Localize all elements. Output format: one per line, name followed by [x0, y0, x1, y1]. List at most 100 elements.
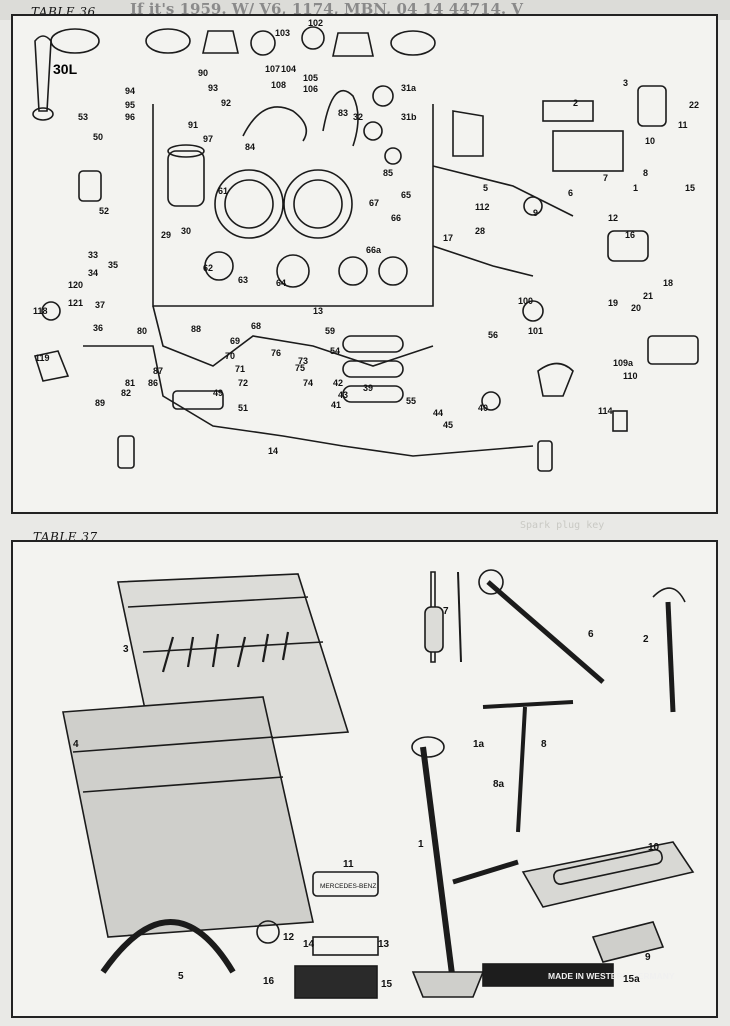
table36-callout-14: 14 — [268, 446, 278, 456]
tachometer-60 — [283, 169, 353, 239]
table36-callout-55: 55 — [406, 396, 416, 406]
table37-callout-15a: 15a — [623, 974, 640, 985]
mercedes-badge-text: MERCEDES-BENZ — [320, 883, 376, 890]
table36-callout-71: 71 — [235, 364, 245, 374]
lens-59 — [342, 335, 404, 353]
table36-callout-72: 72 — [238, 378, 248, 388]
table36-callout-92: 92 — [221, 98, 231, 108]
lens-55 — [342, 385, 404, 403]
lamp-right — [537, 440, 553, 472]
gauge-66a — [338, 256, 368, 286]
table36-callout-93: 93 — [208, 83, 218, 93]
table36-callout-22: 22 — [689, 100, 699, 110]
table36-callout-66: 66 — [391, 213, 401, 223]
table36-callout-9: 9 — [533, 208, 538, 218]
table36-callout-90: 90 — [198, 68, 208, 78]
capacity-label: 30L — [53, 61, 78, 77]
lamp-cover-2 — [145, 28, 191, 54]
wrench-6 — [486, 580, 605, 684]
table36-callout-56: 56 — [488, 330, 498, 340]
page-header-text: If it's 1959. W/ V6, 1174, MBN, 04 14 44… — [130, 0, 523, 18]
table36-callout-104: 104 — [281, 64, 296, 74]
bracket-17 — [452, 110, 484, 157]
table36-callout-86: 86 — [148, 378, 158, 388]
table36-callout-17: 17 — [443, 233, 453, 243]
lamp-cover-3 — [201, 30, 240, 54]
table36-callout-80: 80 — [137, 326, 147, 336]
table37-callout-4: 4 — [73, 739, 79, 750]
table36-callout-100: 100 — [518, 296, 533, 306]
table36-callout-40: 40 — [478, 403, 488, 413]
table36-callout-97: 97 — [203, 134, 213, 144]
box-9 — [591, 921, 665, 963]
table36-callout-83: 83 — [338, 108, 348, 118]
table36-callout-95: 95 — [125, 100, 135, 110]
cable-83 — [322, 90, 359, 147]
table36-callout-73: 73 — [298, 356, 308, 366]
table36-callout-16: 16 — [625, 230, 635, 240]
table36-callout-36: 36 — [93, 323, 103, 333]
lamp-100 — [522, 300, 544, 322]
background-text-line: Spark plug key — [520, 520, 605, 531]
gauge-62 — [204, 251, 234, 281]
table36-callout-62: 62 — [203, 263, 213, 273]
table36-callout-70: 70 — [225, 351, 235, 361]
table36-callout-39: 39 — [363, 383, 373, 393]
table36-callout-88: 88 — [191, 324, 201, 334]
relay-114 — [612, 410, 628, 432]
lamp-cover-5 — [390, 30, 436, 56]
hose-5 — [100, 919, 236, 974]
table36-callout-89: 89 — [95, 398, 105, 408]
lamp-cover-1 — [50, 28, 100, 54]
table37-callout-6: 6 — [588, 629, 594, 640]
table36-callout-11: 11 — [678, 120, 688, 130]
fuse-panel — [542, 100, 594, 122]
table36-callout-6: 6 — [568, 188, 573, 198]
badge-11 — [312, 871, 379, 897]
table36-callout-81: 81 — [125, 378, 135, 388]
t-handle-8 — [482, 700, 574, 833]
speedometer-61 — [214, 169, 284, 239]
table36-callout-21: 21 — [643, 291, 653, 301]
table36-callout-66a: 66a — [366, 245, 382, 255]
table36-callout-53: 53 — [78, 112, 88, 122]
table36-callout-84: 84 — [245, 142, 255, 152]
bulb-holder-103 — [250, 30, 276, 56]
table36-callout-49: 49 — [213, 388, 223, 398]
cap-102 — [301, 26, 325, 50]
table37-callout-9: 9 — [645, 952, 651, 963]
table36-callout-44: 44 — [433, 408, 443, 418]
table36-callout-33: 33 — [88, 250, 98, 260]
table36-callout-120: 120 — [68, 280, 83, 290]
table37-callout-8a: 8a — [493, 779, 505, 790]
table36-callout-52: 52 — [99, 206, 109, 216]
table36-callout-30: 30 — [181, 226, 191, 236]
tool-roll-4 — [62, 696, 314, 938]
table37-callout-3: 3 — [123, 644, 129, 655]
table36-callout-54: 54 — [330, 346, 340, 356]
table36-callout-108: 108 — [271, 80, 286, 90]
table37-callout-1a: 1a — [473, 739, 485, 750]
table37-callout-11: 11 — [343, 859, 354, 870]
table36-callout-102: 102 — [308, 18, 323, 28]
table36-callout-112: 112 — [475, 202, 490, 212]
table36-callout-43: 43 — [338, 390, 348, 400]
table36-callout-82: 82 — [121, 388, 131, 398]
table36-callout-3: 3 — [623, 78, 628, 88]
table36-callout-51: 51 — [238, 403, 248, 413]
ignition-coil-icon — [167, 150, 205, 207]
table36-callout-107: 107 — [265, 64, 280, 74]
table37-callout-1: 1 — [418, 839, 424, 850]
table36-callout-10: 10 — [645, 136, 655, 146]
table37-callout-16: 16 — [263, 976, 275, 987]
table36-callout-65: 65 — [401, 190, 411, 200]
table36-callout-64: 64 — [276, 278, 286, 288]
starter-icon — [607, 230, 649, 262]
table36-callout-74: 74 — [303, 378, 313, 388]
table36-callout-114: 114 — [598, 406, 613, 416]
plate-13 — [312, 936, 379, 956]
table36-callout-59: 59 — [325, 326, 335, 336]
table36-callout-41: 41 — [331, 400, 341, 410]
